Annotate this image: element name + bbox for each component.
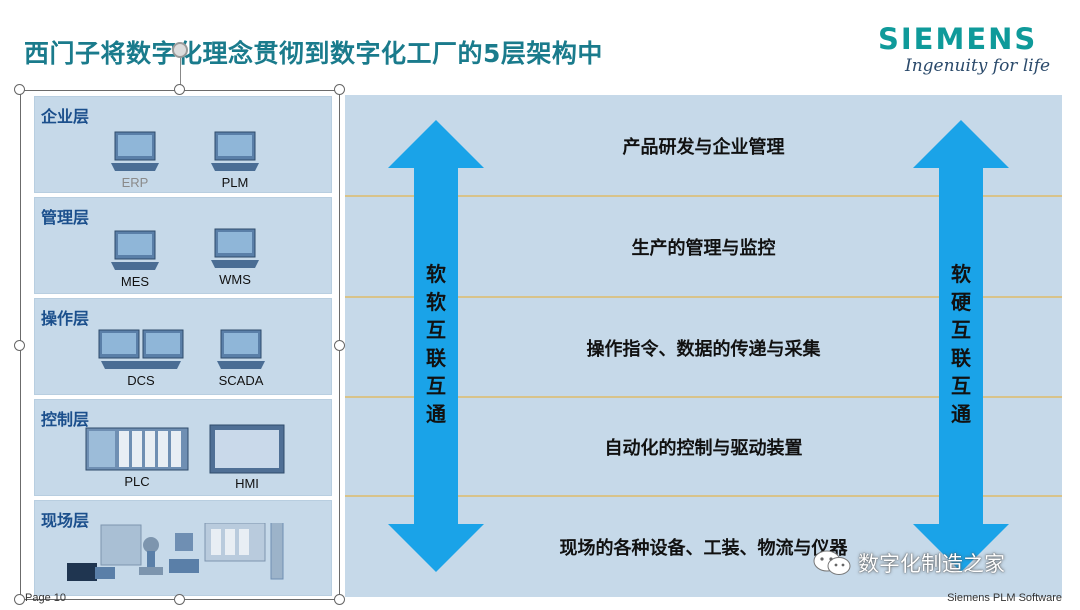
left-double-arrow xyxy=(388,120,484,576)
resize-handle-bottom[interactable] xyxy=(174,594,185,605)
resize-handle-left[interactable] xyxy=(14,340,25,351)
resize-handle-top-left[interactable] xyxy=(14,84,25,95)
resize-handle-bottom-right[interactable] xyxy=(334,594,345,605)
plm-device: PLM xyxy=(209,131,261,190)
right-arrow-label: 软硬互联互通 xyxy=(951,262,971,426)
dual-monitor-icon xyxy=(98,329,184,369)
layer-name: 管理层 xyxy=(41,208,90,227)
layer-description-control: 自动化的控制与驱动装置 xyxy=(604,438,803,459)
layer-name: 企业层 xyxy=(41,107,90,126)
layer-field: 现场层 xyxy=(34,500,332,596)
resize-handle-top[interactable] xyxy=(174,84,185,95)
plc-rack-icon xyxy=(85,427,189,471)
computer-icon xyxy=(211,228,259,268)
computer-icon xyxy=(211,131,259,171)
layer-enterprise: 企业层 ERP PLM xyxy=(34,96,332,193)
page-number: Page 10 xyxy=(25,592,66,604)
watermark-text: 数字化制造之家 xyxy=(858,552,1005,576)
field-equipment-icon xyxy=(67,523,284,581)
siemens-logo: SIEMENS xyxy=(878,22,1038,56)
watermark: 数字化制造之家 xyxy=(812,548,1005,578)
layer-name: 控制层 xyxy=(41,410,90,429)
slide-title: 西门子将数字化理念贯彻到数字化工厂的5层架构中 xyxy=(24,39,603,68)
layer-operation: 操作层 DCS SCADA xyxy=(34,298,332,395)
row-divider xyxy=(345,396,1062,398)
row-divider xyxy=(345,495,1062,497)
left-arrow-label: 软软互联互通 xyxy=(426,262,446,426)
layer-control: 控制层 PLC HMI xyxy=(34,399,332,496)
computer-icon xyxy=(111,230,159,270)
layer-description-operation: 操作指令、数据的传递与采集 xyxy=(586,339,821,360)
hmi-panel-icon xyxy=(209,424,285,474)
computer-icon xyxy=(217,329,265,369)
layer-name: 操作层 xyxy=(41,309,90,328)
mes-device: MES xyxy=(109,230,161,289)
resize-handle-right[interactable] xyxy=(334,340,345,351)
rotation-connector xyxy=(180,56,181,90)
dcs-device: DCS xyxy=(97,329,185,388)
footer-company: Siemens PLM Software xyxy=(947,592,1062,604)
layer-management: 管理层 MES WMS xyxy=(34,197,332,294)
computer-icon xyxy=(111,131,159,171)
plc-device: PLC xyxy=(85,426,189,489)
hmi-device: HMI xyxy=(209,424,285,491)
row-divider xyxy=(345,195,1062,197)
row-divider xyxy=(345,296,1062,298)
layer-description-management: 生产的管理与监控 xyxy=(631,238,776,259)
scada-device: SCADA xyxy=(215,329,267,388)
right-double-arrow xyxy=(913,120,1009,576)
layer-description-field: 现场的各种设备、工装、物流与仪器 xyxy=(559,538,848,559)
field-devices xyxy=(65,523,285,587)
resize-handle-bottom-left[interactable] xyxy=(14,594,25,605)
layer-description-enterprise: 产品研发与企业管理 xyxy=(622,137,785,158)
wms-device: WMS xyxy=(209,228,261,287)
rotation-handle[interactable] xyxy=(172,42,188,58)
brand-tagline: Ingenuity for life xyxy=(905,56,1051,76)
wechat-icon xyxy=(813,550,851,575)
layer-column[interactable]: 企业层 ERP PLM 管理层 MES WMS 操作层 DCS SCADA xyxy=(20,90,340,600)
layer-name: 现场层 xyxy=(41,511,90,530)
erp-device: ERP xyxy=(109,131,161,190)
resize-handle-top-right[interactable] xyxy=(334,84,345,95)
